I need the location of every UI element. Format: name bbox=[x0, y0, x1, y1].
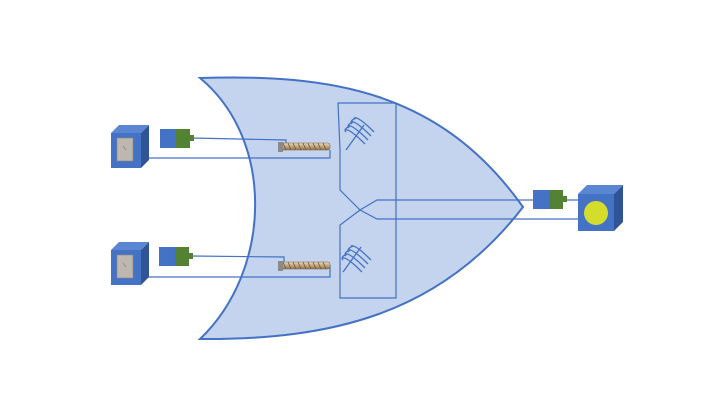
switch-box-a[interactable] bbox=[111, 125, 149, 168]
switch-box-b[interactable] bbox=[111, 242, 149, 285]
connector-b bbox=[159, 247, 193, 266]
solenoid-a bbox=[278, 142, 331, 152]
switch-frame bbox=[337, 102, 523, 299]
spring-b bbox=[341, 245, 372, 273]
solenoid-b bbox=[278, 261, 331, 271]
connector-a bbox=[160, 129, 194, 148]
lamp-icon bbox=[584, 201, 608, 225]
connector-out bbox=[533, 190, 567, 209]
lamp-box bbox=[578, 185, 623, 231]
spring-a bbox=[344, 117, 375, 151]
or-gate-body bbox=[197, 76, 525, 341]
